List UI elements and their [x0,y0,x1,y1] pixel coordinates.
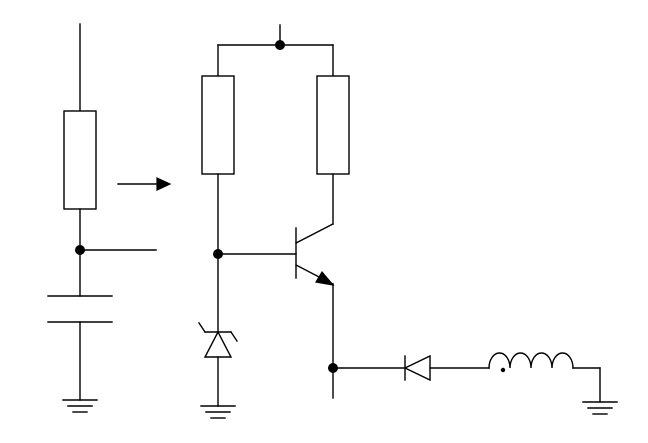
left-subcircuit [47,23,157,413]
diode-d1 [403,354,431,382]
transistor-emitter-lead [295,264,324,280]
ground-symbol-zener [200,405,236,419]
resistor-r1 [63,110,97,210]
inductor-l1 [488,352,574,373]
capacitor-c1 [47,295,113,323]
emitter-arrow-icon [315,270,335,286]
inductor-polarity-dot [500,367,506,373]
ground-symbol-inductor [582,401,618,415]
right-arrow-icon [117,177,172,191]
ground-symbol-left [62,399,98,413]
transistor-collector-lead [295,223,334,244]
junction-dot-top [275,40,285,50]
npn-transistor-q1 [295,223,335,286]
zener-diode-z1 [198,322,238,358]
resistor-r2 [201,75,235,175]
resistor-r3 [316,75,350,175]
right-circuit [198,24,618,419]
